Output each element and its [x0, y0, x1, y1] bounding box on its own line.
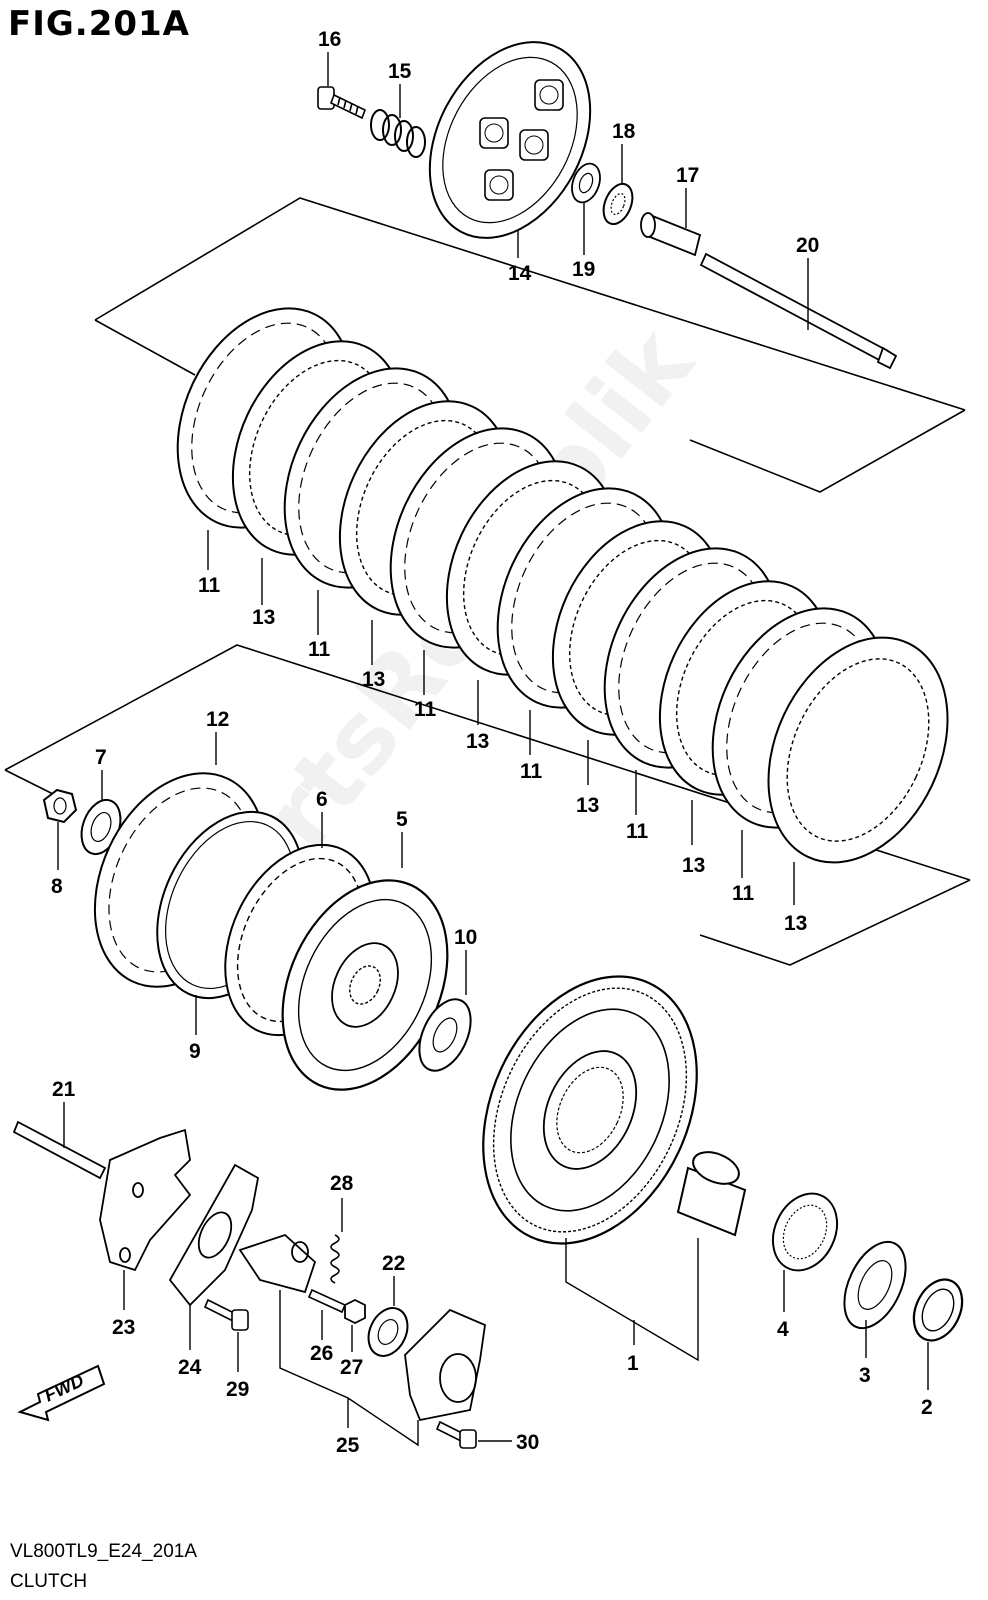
screw-26 [307, 1288, 347, 1314]
needle-bearing-4 [771, 1192, 839, 1272]
callout-4: 4 [777, 1318, 789, 1341]
leader-lines [57, 52, 929, 1447]
spring-28 [330, 1234, 340, 1284]
callout-9: 9 [189, 1040, 201, 1063]
plate-stack [176, 307, 949, 864]
callout-7: 7 [95, 746, 107, 769]
callout-26: 26 [310, 1342, 333, 1365]
callout-29: 29 [226, 1378, 249, 1401]
callout-25: 25 [336, 1434, 360, 1457]
callout-20: 20 [796, 234, 819, 257]
release-pin-21 [12, 1120, 107, 1180]
callout-23: 23 [112, 1316, 135, 1339]
callout-11: 11 [732, 882, 755, 905]
callout-28: 28 [330, 1172, 354, 1195]
callout-21: 21 [52, 1078, 76, 1101]
fwd-arrow-icon: FWD [17, 1364, 106, 1422]
push-piece-17 [640, 212, 702, 257]
callout-30: 30 [516, 1431, 539, 1454]
callout-13: 13 [252, 606, 275, 629]
callout-16: 16 [318, 28, 341, 51]
callout-13: 13 [784, 912, 807, 935]
callout-19: 19 [572, 258, 595, 281]
model-code: VL800TL9_E24_201A [10, 1541, 197, 1562]
callout-6: 6 [316, 788, 328, 811]
callout-13: 13 [682, 854, 705, 877]
washer-19 [571, 162, 601, 204]
spring-bolt [317, 86, 367, 120]
callout-3: 3 [859, 1364, 871, 1387]
nut-27 [344, 1298, 366, 1325]
callout-13: 13 [576, 794, 599, 817]
release-cam-25 [238, 1233, 317, 1294]
bearing-22 [367, 1307, 409, 1357]
upper-plate-frame [94, 197, 966, 493]
driven-plate [767, 636, 949, 864]
callout-8: 8 [51, 875, 63, 898]
callout-12: 12 [206, 708, 229, 731]
callout-10: 10 [454, 926, 477, 949]
release-housing [404, 1308, 486, 1422]
callout-11: 11 [198, 574, 221, 597]
push-rod-20 [699, 252, 898, 370]
callout-15: 15 [388, 60, 412, 83]
callout-11: 11 [626, 820, 649, 843]
callout-2: 2 [921, 1396, 933, 1419]
thrust-washer-10 [418, 998, 472, 1072]
section-name: CLUTCH [10, 1571, 88, 1592]
clutch-spring [370, 109, 426, 158]
callout-13: 13 [362, 668, 385, 691]
callout-18: 18 [612, 120, 636, 143]
washer-3 [843, 1240, 907, 1330]
callout-1: 1 [627, 1352, 639, 1375]
bearing-18 [602, 182, 634, 226]
callout-11: 11 [520, 760, 543, 783]
primary-driven-gear-1 [482, 975, 698, 1245]
callout-14: 14 [508, 262, 532, 285]
ring-2 [912, 1278, 964, 1342]
spacer-sleeve [676, 1151, 747, 1237]
bolt-29 [203, 1298, 249, 1331]
clutch-sleeve-hub-5 [281, 879, 449, 1091]
bracket-23 [99, 1128, 192, 1272]
callout-13: 13 [466, 730, 489, 753]
washer-7 [80, 798, 122, 856]
pressure-plate [428, 41, 592, 239]
figure-title: FIG.201A [8, 4, 190, 44]
callout-27: 27 [340, 1356, 363, 1379]
callout-22: 22 [382, 1252, 405, 1275]
callout-5: 5 [396, 808, 408, 831]
callout-labels: 16 15 14 19 18 17 20 11 13 11 13 11 13 1… [51, 28, 933, 1457]
callout-11: 11 [414, 698, 437, 721]
nut-8 [42, 788, 78, 824]
lower-plate-frame [4, 644, 971, 966]
callout-11: 11 [308, 638, 331, 661]
callout-24: 24 [178, 1356, 202, 1379]
bolt-30 [435, 1420, 477, 1449]
callout-17: 17 [676, 164, 699, 187]
